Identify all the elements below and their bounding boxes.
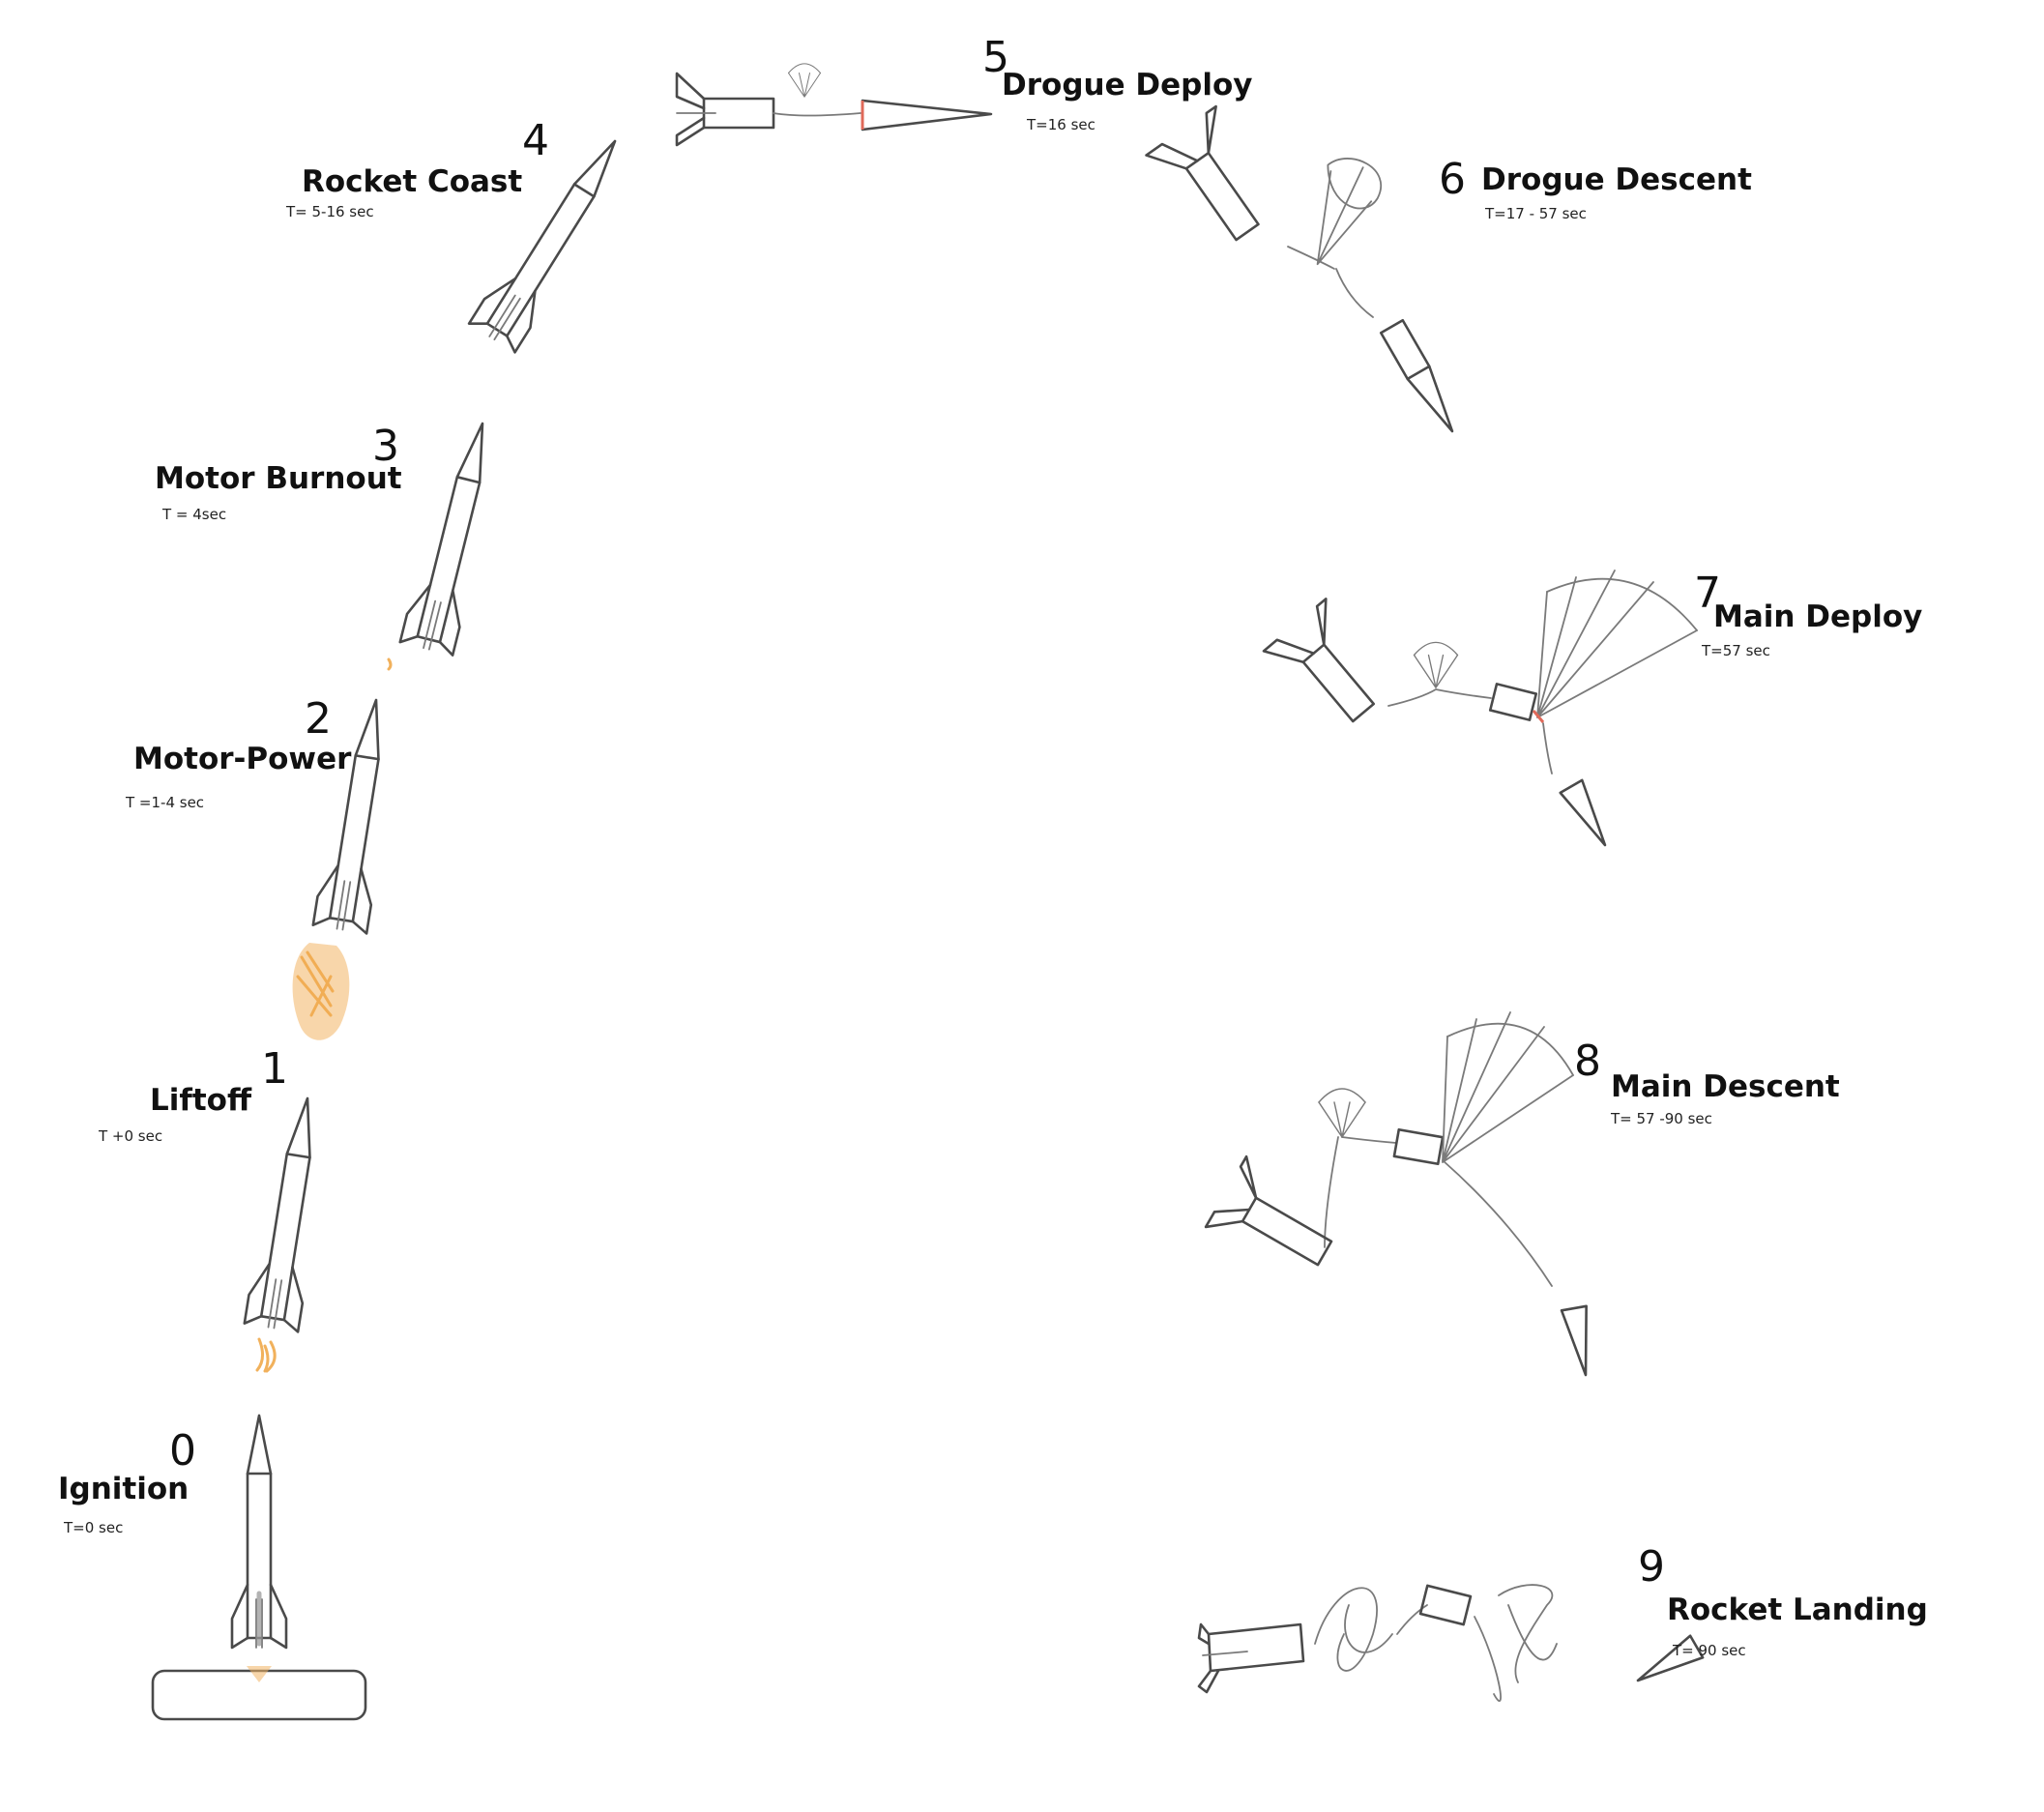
- nose-6: [1379, 318, 1465, 439]
- stage-time: T= 5-16 sec: [285, 203, 374, 220]
- coupler-8: [1392, 1127, 1445, 1166]
- rocket-5-body: [675, 72, 775, 147]
- stage-number: 0: [169, 1426, 196, 1476]
- label-stage-3: 3 Motor Burnout T = 4sec: [155, 422, 402, 523]
- nose-5: [861, 99, 993, 132]
- stage-number: 4: [522, 116, 549, 165]
- stage-title: Ignition: [58, 1472, 189, 1506]
- drogue-7: [1413, 641, 1459, 688]
- main-chute-9: [1474, 1584, 1558, 1702]
- stage-number: 5: [982, 33, 1009, 82]
- stage-time: T = 4sec: [161, 506, 226, 523]
- shock-cord-5: [773, 112, 861, 117]
- drogue-8: [1318, 1088, 1366, 1138]
- rocket-7-body: [1262, 598, 1376, 723]
- stage-number: 8: [1574, 1037, 1601, 1086]
- stage-title: Rocket Coast: [302, 164, 522, 199]
- stage-9-rocket-landing: [1197, 1584, 1705, 1702]
- label-stage-2: 2 Motor-Power T =1-4 sec: [125, 694, 352, 811]
- stage-4-rocket-coast: [467, 125, 640, 354]
- nose-8: [1560, 1304, 1600, 1379]
- stage-6-drogue-descent: [1145, 104, 1465, 439]
- drogue-6: [1316, 158, 1382, 266]
- label-stage-0: 0 Ignition T=0 sec: [58, 1426, 196, 1536]
- stage-5-drogue-deploy: [675, 63, 993, 147]
- label-stage-1: 1 Liftoff T +0 sec: [98, 1044, 288, 1145]
- stage-time: T +0 sec: [98, 1127, 162, 1145]
- stage-number: 9: [1638, 1542, 1665, 1592]
- stage-time: T =1-4 sec: [125, 794, 204, 811]
- stage-time: T= 90 sec: [1672, 1642, 1746, 1659]
- stage-title: Liftoff: [150, 1083, 252, 1118]
- stage-title: Main Deploy: [1713, 599, 1922, 634]
- coupler-9: [1418, 1584, 1473, 1626]
- stage-time: T= 57 -90 sec: [1610, 1110, 1712, 1127]
- drogue-9: [1314, 1587, 1393, 1672]
- rocket-8-body: [1204, 1154, 1333, 1267]
- stage-title: Main Descent: [1611, 1069, 1840, 1104]
- label-stage-4: 4 Rocket Coast T= 5-16 sec: [285, 116, 549, 220]
- stage-number: 1: [261, 1044, 288, 1094]
- rocket-6-body: [1145, 104, 1260, 242]
- rocket-4: [467, 125, 640, 354]
- label-stage-7: 7 Main Deploy T=57 sec: [1694, 569, 1922, 659]
- stage-number: 2: [305, 694, 332, 744]
- liftoff-flame: [255, 1337, 277, 1373]
- label-stage-6: 6 Drogue Descent T=17 - 57 sec: [1439, 155, 1752, 222]
- main-chute-7: [1536, 570, 1698, 718]
- stage-time: T=17 - 57 sec: [1484, 205, 1587, 222]
- coupler-7: [1488, 683, 1538, 721]
- stage-number: 3: [372, 422, 399, 471]
- stage-title: Motor-Power: [133, 742, 352, 776]
- drogue-5: [788, 63, 821, 98]
- rocket-3: [398, 415, 511, 657]
- stage-time: T=16 sec: [1026, 116, 1095, 133]
- stage-3-motor-burnout: [387, 415, 511, 671]
- stage-title: Motor Burnout: [155, 461, 402, 496]
- stage-title: Rocket Landing: [1667, 1593, 1928, 1627]
- stage-number: 7: [1694, 569, 1721, 618]
- main-chute-8: [1442, 1011, 1574, 1163]
- nose-7: [1559, 778, 1618, 853]
- stage-title: Drogue Descent: [1481, 162, 1752, 197]
- label-stage-5: 5 Drogue Deploy T=16 sec: [982, 33, 1252, 133]
- label-stage-9: 9 Rocket Landing T= 90 sec: [1638, 1542, 1928, 1659]
- label-stage-8: 8 Main Descent T= 57 -90 sec: [1574, 1037, 1840, 1127]
- stage-1-liftoff: [243, 1093, 336, 1373]
- stage-7-main-deploy: [1262, 570, 1698, 853]
- stage-time: T=57 sec: [1701, 642, 1770, 659]
- rocket-9-body: [1197, 1622, 1305, 1694]
- stage-2-motor-power: [292, 694, 404, 1040]
- stage-time: T=0 sec: [63, 1519, 123, 1536]
- stage-title: Drogue Deploy: [1002, 68, 1252, 102]
- stage-number: 6: [1439, 155, 1466, 204]
- ignition-flame: [247, 1666, 272, 1682]
- rocket-1: [243, 1093, 336, 1333]
- stage-0-ignition: [151, 1414, 367, 1721]
- stage-8-main-descent: [1204, 1011, 1600, 1379]
